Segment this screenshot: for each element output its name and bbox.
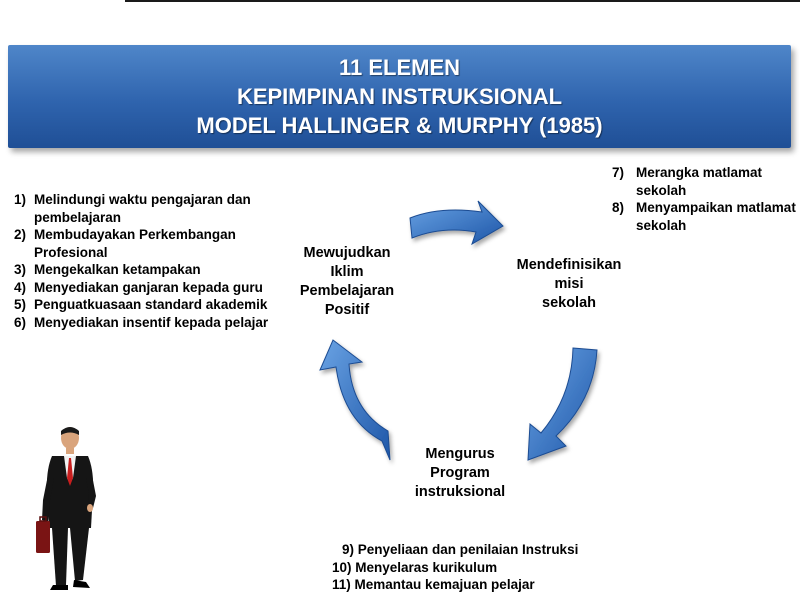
node-line: Iklim bbox=[330, 264, 364, 280]
item-text: Menyampaikan matlamat sekolah bbox=[636, 200, 796, 233]
list-item: 2) Membudayakan Perkembangan Profesional bbox=[14, 226, 294, 261]
item-number: 4) bbox=[14, 279, 27, 295]
list-item: 8) Menyampaikan matlamat sekolah bbox=[612, 199, 800, 234]
right-element-list: 7) Merangka matlamat sekolah 8) Menyampaik… bbox=[612, 164, 800, 234]
node-line: Mewujudkan bbox=[303, 245, 391, 261]
item-number: 5) bbox=[14, 297, 27, 312]
title-line-1: 11 ELEMEN bbox=[338, 55, 461, 80]
title-banner: 11 ELEMEN KEPIMPINAN INSTRUKSIONAL MODEL… bbox=[8, 45, 791, 148]
cycle-arrow-icon bbox=[409, 200, 504, 246]
cycle-node-iklim: Mewujudkan Iklim Pembelajaran Positif bbox=[282, 244, 412, 320]
item-text: Penguatkuasaan standard akademik bbox=[34, 297, 268, 312]
cycle-arrow-icon bbox=[527, 347, 598, 461]
node-line: Mendefinisikan bbox=[516, 257, 622, 273]
item-number: 6) bbox=[14, 314, 27, 330]
item-text: Membudayakan Perkembangan Profesional bbox=[34, 227, 236, 260]
list-item: 10) Menyelaras kurikulum bbox=[332, 559, 498, 575]
left-element-list: 1) Melindungi waktu pengajaran dan pembel… bbox=[14, 191, 294, 331]
item-number: 7) bbox=[612, 165, 625, 180]
bottom-element-list: 9) Penyeliaan dan penilaian Instruksi 10… bbox=[332, 541, 632, 594]
item-number: 8) bbox=[612, 200, 625, 215]
cycle-node-program: Mengurus Program instruksional bbox=[390, 445, 530, 502]
top-divider-line bbox=[125, 0, 800, 2]
list-item: 5) Penguatkuasaan standard akademik bbox=[14, 296, 294, 314]
node-line: sekolah bbox=[542, 295, 596, 311]
title-line-3: MODEL HALLINGER & MURPHY (1985) bbox=[196, 113, 603, 138]
list-item: 1) Melindungi waktu pengajaran dan pembel… bbox=[14, 191, 294, 226]
item-number: 3) bbox=[14, 262, 27, 277]
item-number: 2) bbox=[14, 227, 27, 242]
item-text: Mengekalkan ketampakan bbox=[34, 262, 201, 277]
list-item: 9) Penyeliaan dan penilaian Instruksi bbox=[342, 542, 579, 557]
item-number: 1) bbox=[14, 192, 27, 207]
list-item: 6) Menyediakan insentif kepada pelajar bbox=[14, 314, 294, 332]
node-line: Pembelajaran bbox=[299, 283, 395, 299]
list-item: 4) Menyediakan ganjaran kepada guru bbox=[14, 279, 294, 297]
node-line: Positif bbox=[324, 302, 370, 318]
item-text: Menyediakan ganjaran kepada guru bbox=[34, 279, 263, 295]
list-item: 7) Merangka matlamat sekolah bbox=[612, 164, 800, 199]
businessman-figure-icon bbox=[36, 427, 96, 590]
node-line: Program bbox=[430, 465, 490, 481]
node-line: misi bbox=[554, 276, 584, 292]
node-line: Mengurus bbox=[425, 446, 495, 462]
node-line: instruksional bbox=[414, 484, 506, 500]
item-text: Merangka matlamat sekolah bbox=[636, 165, 763, 198]
cycle-node-misi: Mendefinisikan misi sekolah bbox=[494, 256, 644, 313]
list-item: 11) Memantau kemajuan pelajar bbox=[332, 577, 535, 592]
list-item: 3) Mengekalkan ketampakan bbox=[14, 261, 294, 279]
item-text: Menyediakan insentif kepada pelajar bbox=[34, 314, 269, 330]
cycle-arrow-icon bbox=[319, 339, 391, 461]
item-text: Melindungi waktu pengajaran dan pembelaj… bbox=[34, 192, 251, 225]
title-line-2: KEPIMPINAN INSTRUKSIONAL bbox=[236, 84, 563, 109]
